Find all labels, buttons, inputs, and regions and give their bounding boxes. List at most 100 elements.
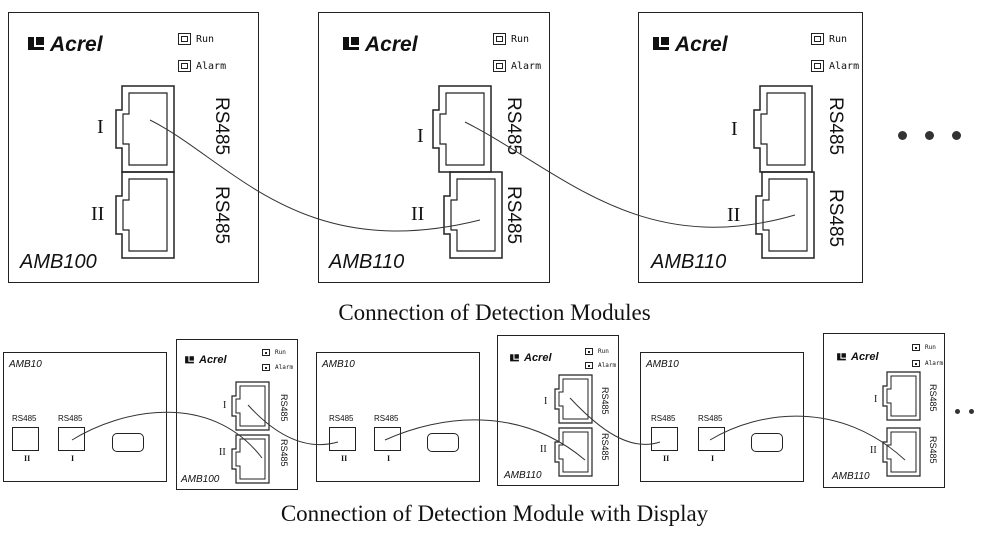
port-roman-ii: II — [341, 454, 348, 463]
rj45-port-icon — [753, 85, 813, 173]
port-roman-i: I — [387, 454, 391, 463]
run-indicator: Run — [811, 33, 847, 45]
acrel-logo-icon — [651, 35, 671, 56]
acrel-logo: Acrel — [184, 351, 227, 369]
ellipsis-dot-icon — [952, 131, 961, 140]
run-label: Run — [598, 348, 609, 355]
acrel-logo-icon — [509, 349, 520, 367]
port-label-i: RS485 — [374, 414, 399, 423]
ellipsis-dot-icon — [925, 131, 934, 140]
alarm-led-icon — [493, 60, 506, 72]
port-roman-ii: II — [24, 454, 31, 463]
acrel-logo: Acrel — [651, 33, 728, 57]
alarm-indicator: Alarm — [912, 360, 943, 367]
rs485-port-ii — [651, 427, 678, 451]
run-indicator: Run — [585, 348, 609, 355]
port-i-label: I — [417, 125, 424, 147]
acrel-logo: Acrel — [341, 33, 418, 57]
cable-5 — [384, 419, 586, 461]
display-module-1: AMB10 RS485 RS485 II I — [3, 352, 167, 482]
ellipsis-dot-icon — [969, 409, 974, 414]
alarm-label: Alarm — [511, 60, 542, 72]
acrel-logo: Acrel — [509, 349, 552, 367]
display-module-2: AMB10 RS485 RS485 II I — [316, 352, 480, 482]
rj45-port-icon — [231, 381, 270, 431]
port-ii-label: II — [540, 444, 547, 455]
model-label: AMB100 — [181, 474, 220, 485]
alarm-label: Alarm — [925, 360, 944, 367]
display-connector — [751, 433, 783, 452]
acrel-logo: Acrel — [26, 33, 103, 57]
port-label-i: RS485 — [698, 414, 723, 423]
alarm-indicator: Alarm — [811, 60, 859, 72]
port-i-label: I — [731, 118, 738, 140]
port-ii-label: II — [411, 203, 425, 225]
port-i-label: I — [544, 396, 548, 407]
run-indicator: Run — [262, 349, 286, 356]
detection-module-small-amb110-a: Acrel Run Alarm I II RS485 RS485 AMB110 — [497, 335, 619, 486]
port-i-label: I — [874, 394, 878, 405]
alarm-led-icon — [262, 364, 270, 371]
port-ii-label: II — [870, 445, 877, 456]
acrel-logo-icon — [184, 351, 195, 369]
rj45-port-icon — [443, 171, 503, 259]
alarm-indicator: Alarm — [262, 364, 293, 371]
run-indicator: Run — [493, 33, 529, 45]
cable-1 — [149, 119, 481, 232]
cable-4 — [247, 404, 339, 446]
port-label-ii: RS485 — [651, 414, 676, 423]
brand-name: Acrel — [199, 354, 227, 366]
rs485-port-i — [374, 427, 401, 451]
rj45-port-icon — [432, 85, 492, 173]
port-i-label: I — [223, 400, 227, 411]
model-label: AMB110 — [832, 471, 870, 482]
cable-3 — [71, 411, 263, 459]
ellipsis-dot-icon — [955, 409, 960, 414]
model-label: AMB110 — [651, 251, 727, 273]
cable-6 — [569, 397, 661, 445]
run-label: Run — [275, 349, 286, 356]
rj45-port-icon — [882, 371, 921, 421]
display-connector — [427, 433, 459, 452]
display-model-label: AMB10 — [322, 359, 355, 370]
port-ii-label: II — [219, 447, 226, 458]
run-led-icon — [178, 33, 191, 45]
port-label-ii: RS485 — [329, 414, 354, 423]
brand-name: Acrel — [50, 33, 103, 56]
acrel-logo-icon — [341, 35, 361, 56]
rj45-port-icon — [554, 427, 593, 477]
port-ii-label: II — [91, 203, 105, 225]
model-label: AMB110 — [329, 251, 405, 273]
model-label: AMB110 — [504, 470, 542, 481]
rs485-port-ii — [12, 427, 39, 451]
alarm-indicator: Alarm — [585, 362, 616, 369]
run-indicator: Run — [912, 344, 936, 351]
detection-module-small-amb100: Acrel Run Alarm I II RS485 RS485 AMB100 — [176, 339, 298, 490]
model-label: AMB100 — [20, 251, 97, 273]
acrel-logo: Acrel — [836, 348, 879, 366]
alarm-led-icon — [178, 60, 191, 72]
port-i-label: I — [97, 116, 104, 138]
detection-module-amb100: Acrel Run Alarm I II RS485 RS485 AMB100 — [8, 12, 259, 283]
alarm-label: Alarm — [829, 60, 860, 72]
detection-module-amb110-b: Acrel Run Alarm I II RS485 RS485 AMB110 — [638, 12, 863, 283]
run-label: Run — [925, 344, 936, 351]
acrel-logo-icon — [836, 348, 847, 366]
rs485-port-i — [58, 427, 85, 451]
run-led-icon — [262, 349, 270, 356]
alarm-led-icon — [912, 360, 920, 367]
brand-name: Acrel — [524, 352, 552, 364]
run-indicator: Run — [178, 33, 214, 45]
rj45-port-icon — [554, 374, 593, 424]
display-model-label: AMB10 — [646, 359, 679, 370]
port-roman-i: I — [711, 454, 715, 463]
rj45-port-icon — [755, 171, 815, 259]
rs485-port-i — [698, 427, 725, 451]
port-label-i: RS485 — [58, 414, 83, 423]
run-led-icon — [493, 33, 506, 45]
port-roman-i: I — [71, 454, 75, 463]
run-label: Run — [511, 33, 530, 45]
brand-name: Acrel — [675, 33, 728, 56]
